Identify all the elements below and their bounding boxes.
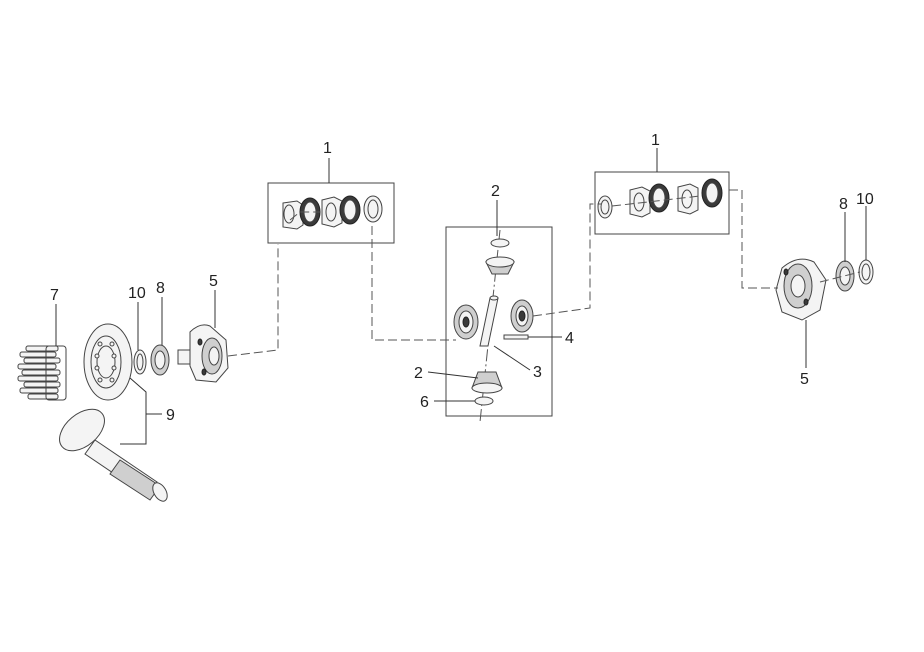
group-frame-right	[594, 171, 730, 235]
bearing-right[interactable]	[835, 260, 855, 292]
bolt-set[interactable]	[17, 345, 67, 401]
callout-8-right: 8	[839, 196, 848, 213]
callout-5-right: 5	[800, 371, 809, 388]
snap-ring-right[interactable]	[858, 259, 874, 285]
callout-1-left: 1	[323, 140, 332, 157]
callout-4: 4	[565, 330, 574, 347]
callout-10-right: 10	[856, 191, 874, 208]
callout-5-left: 5	[209, 273, 218, 290]
callout-7: 7	[50, 287, 59, 304]
differential-housing-left[interactable]	[177, 324, 229, 383]
callout-10-left: 10	[128, 285, 146, 302]
callout-1-right: 1	[651, 132, 660, 149]
callout-2-bottom: 2	[414, 365, 423, 382]
assembly-connector-lines	[227, 189, 861, 357]
group-frame-center	[445, 226, 553, 417]
pinion-shaft[interactable]	[52, 401, 170, 504]
clutch-plate-group-right[interactable]	[594, 171, 730, 235]
differential-housing-right[interactable]	[775, 258, 827, 321]
pinion-gear-bottom	[471, 371, 503, 394]
ring-gear[interactable]	[83, 323, 133, 401]
clutch-plates-right	[597, 178, 723, 219]
bearing-left[interactable]	[150, 344, 170, 376]
side-gear-right	[510, 299, 534, 333]
differential-gear-group[interactable]	[445, 226, 553, 423]
thrust-washer-top	[490, 238, 510, 248]
callout-8-left: 8	[156, 280, 165, 297]
cross-pin	[479, 295, 499, 347]
lock-pin	[503, 334, 529, 340]
callout-9: 9	[166, 407, 175, 424]
group-frame-left	[267, 182, 395, 244]
clutch-plates-left	[282, 195, 383, 230]
clutch-plate-group-left[interactable]	[267, 182, 395, 244]
callout-3: 3	[533, 364, 542, 381]
callout-6: 6	[420, 394, 429, 411]
callout-2-top: 2	[491, 183, 500, 200]
snap-ring-left[interactable]	[133, 349, 147, 375]
side-gear-left	[453, 304, 479, 340]
thrust-washer-bottom	[474, 396, 494, 406]
pinion-gear-top	[485, 256, 515, 275]
